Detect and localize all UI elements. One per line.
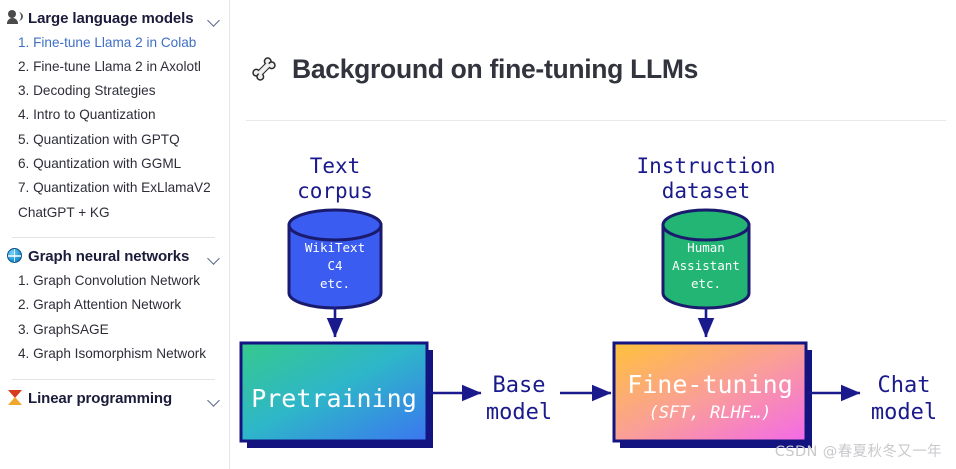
chat-model-line2: model <box>871 400 937 425</box>
sidebar-item-graph-convolution-network[interactable]: 1. Graph Convolution Network <box>18 272 201 288</box>
fine-tuning-box <box>612 341 808 443</box>
node-text-corpus: Text corpus WikiText C4 etc. <box>287 154 383 310</box>
node-chat-model: Chat model <box>871 373 937 425</box>
sidebar-item-decoding-strategies[interactable]: 3. Decoding Strategies <box>18 83 156 99</box>
sidebar-item-quantization-exllamav2[interactable]: 7. Quantization with ExLlamaV2 <box>18 180 211 196</box>
sidebar-item-intro-to-quantization[interactable]: 4. Intro to Quantization <box>18 107 156 123</box>
sidebar-item-quantization-gptq[interactable]: 5. Quantization with GPTQ <box>18 131 180 147</box>
sidebar-item-finetune-llama2-axolotl[interactable]: 2. Fine-tune Llama 2 in Axolotl <box>18 58 201 74</box>
base-model-line1: Base <box>493 373 546 398</box>
sidebar-item-graph-isomorphism-network[interactable]: 4. Graph Isomorphism Network <box>18 345 207 361</box>
text-corpus-cylinder-top <box>287 208 383 242</box>
hourglass-icon <box>6 389 23 407</box>
text-corpus-body-line3: etc. <box>320 276 350 291</box>
chevron-down-icon[interactable] <box>207 393 221 407</box>
sidebar-item-graphsage[interactable]: 3. GraphSAGE <box>18 321 109 337</box>
instruction-dataset-body-line1: Human <box>687 240 725 255</box>
instruction-dataset-body-line2: Assistant <box>672 258 740 273</box>
node-fine-tuning: Fine-tuning (SFT, RLHF…) <box>612 341 812 448</box>
sidebar-section-title: Graph neural networks <box>28 248 190 266</box>
sidebar-section-linear-programming: Linear programming <box>0 380 229 410</box>
sidebar-section-title: Large language models <box>28 10 194 27</box>
fine-tuning-pipeline-diagram: Text corpus WikiText C4 etc. Pretraining <box>239 154 937 448</box>
instruction-dataset-caption-line1: Instruction <box>636 154 775 178</box>
pretraining-box <box>239 341 429 443</box>
base-model-line2: model <box>486 400 552 425</box>
fine-tuning-sublabel: (SFT, RLHF…) <box>649 403 772 423</box>
node-pretraining: Pretraining <box>239 341 433 448</box>
main-content: Background on fine-tuning LLMs <box>229 0 956 469</box>
watermark: CSDN @春夏秋冬又一年 <box>774 444 942 460</box>
page-title-row: Background on fine-tuning LLMs <box>230 0 956 100</box>
sidebar-section-graph-neural-networks: Graph neural networks 1. Graph Convoluti… <box>0 238 229 380</box>
sidebar-section-header-gnn[interactable]: Graph neural networks <box>6 238 221 268</box>
sidebar-item-chatgpt-kg[interactable]: ChatGPT + KG <box>18 204 110 220</box>
sidebar-section-header-llm[interactable]: Large language models <box>6 0 221 30</box>
sidebar-list-gnn: 1. Graph Convolution Network 2. Graph At… <box>6 268 221 371</box>
instruction-dataset-caption-line2: dataset <box>662 179 751 203</box>
globe-icon <box>6 248 23 265</box>
instruction-dataset-cylinder-body <box>661 223 751 310</box>
sidebar-item-finetune-llama2-colab[interactable]: 1. Fine-tune Llama 2 in Colab <box>18 34 197 50</box>
fine-tuning-label: Fine-tuning <box>627 370 793 399</box>
text-corpus-caption-line1: Text <box>310 154 361 178</box>
pretraining-label: Pretraining <box>251 384 417 413</box>
sidebar-divider <box>12 237 215 239</box>
sidebar-item-quantization-ggml[interactable]: 6. Quantization with GGML <box>18 156 182 172</box>
speaking-head-icon <box>6 10 23 27</box>
chat-model-line1: Chat <box>878 373 931 398</box>
text-corpus-body-line1: WikiText <box>305 240 365 255</box>
sidebar-item-graph-attention-network[interactable]: 2. Graph Attention Network <box>18 297 182 313</box>
sidebar: Large language models 1. Fine-tune Llama… <box>0 0 229 469</box>
diagram-container: Text corpus WikiText C4 etc. Pretraining <box>230 121 956 469</box>
node-instruction-dataset: Instruction dataset Human Assistant etc. <box>636 154 776 310</box>
chevron-down-icon[interactable] <box>207 13 221 27</box>
chevron-down-icon[interactable] <box>207 251 221 265</box>
node-base-model: Base model <box>486 373 552 425</box>
bone-icon <box>249 54 279 84</box>
sidebar-section-header-linear-programming[interactable]: Linear programming <box>6 380 221 410</box>
sidebar-section-title: Linear programming <box>28 389 173 407</box>
sidebar-list-llm: 1. Fine-tune Llama 2 in Colab 2. Fine-tu… <box>6 30 221 230</box>
text-corpus-cylinder-body <box>287 223 383 310</box>
sidebar-divider <box>12 378 215 380</box>
instruction-dataset-cylinder-top <box>661 208 751 242</box>
text-corpus-caption-line2: corpus <box>297 179 373 203</box>
page-title: Background on fine-tuning LLMs <box>292 53 699 84</box>
text-corpus-body-line2: C4 <box>327 258 342 273</box>
sidebar-section-large-language-models: Large language models 1. Fine-tune Llama… <box>0 0 229 239</box>
instruction-dataset-body-line3: etc. <box>691 276 721 291</box>
title-divider <box>246 120 946 121</box>
